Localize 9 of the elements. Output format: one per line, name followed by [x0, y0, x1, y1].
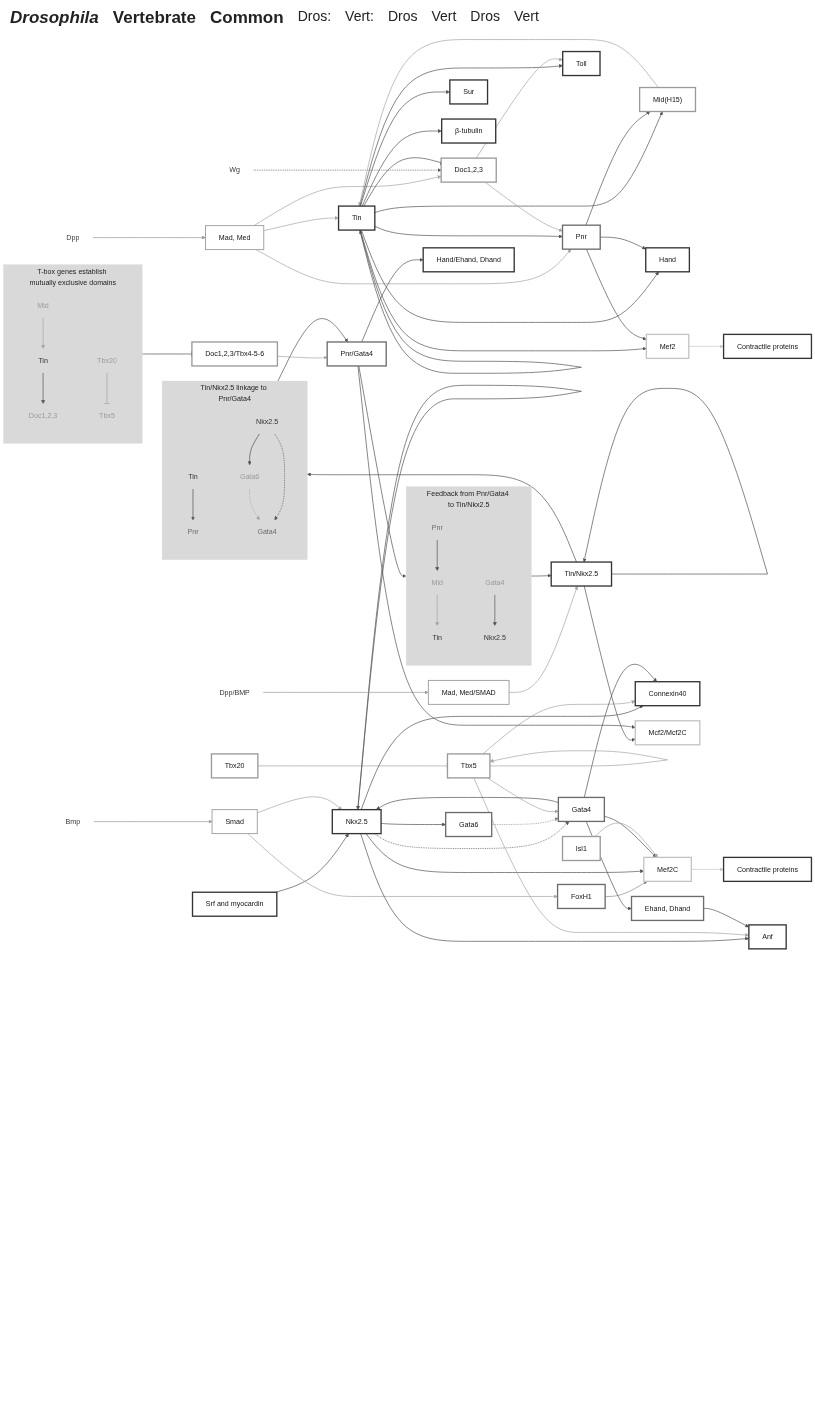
column-heading: Dros [470, 8, 500, 26]
section-heading: Vertebrate [112, 8, 196, 28]
column-heading: Vert [513, 8, 539, 26]
column-heading: Dros [387, 8, 418, 26]
column-heading: Dros: [297, 8, 332, 26]
section-heading: Drosophila [10, 8, 99, 28]
column-heading: Vert [431, 8, 457, 26]
section-heading: Common [209, 8, 284, 28]
column-heading: Vert: [345, 8, 374, 26]
